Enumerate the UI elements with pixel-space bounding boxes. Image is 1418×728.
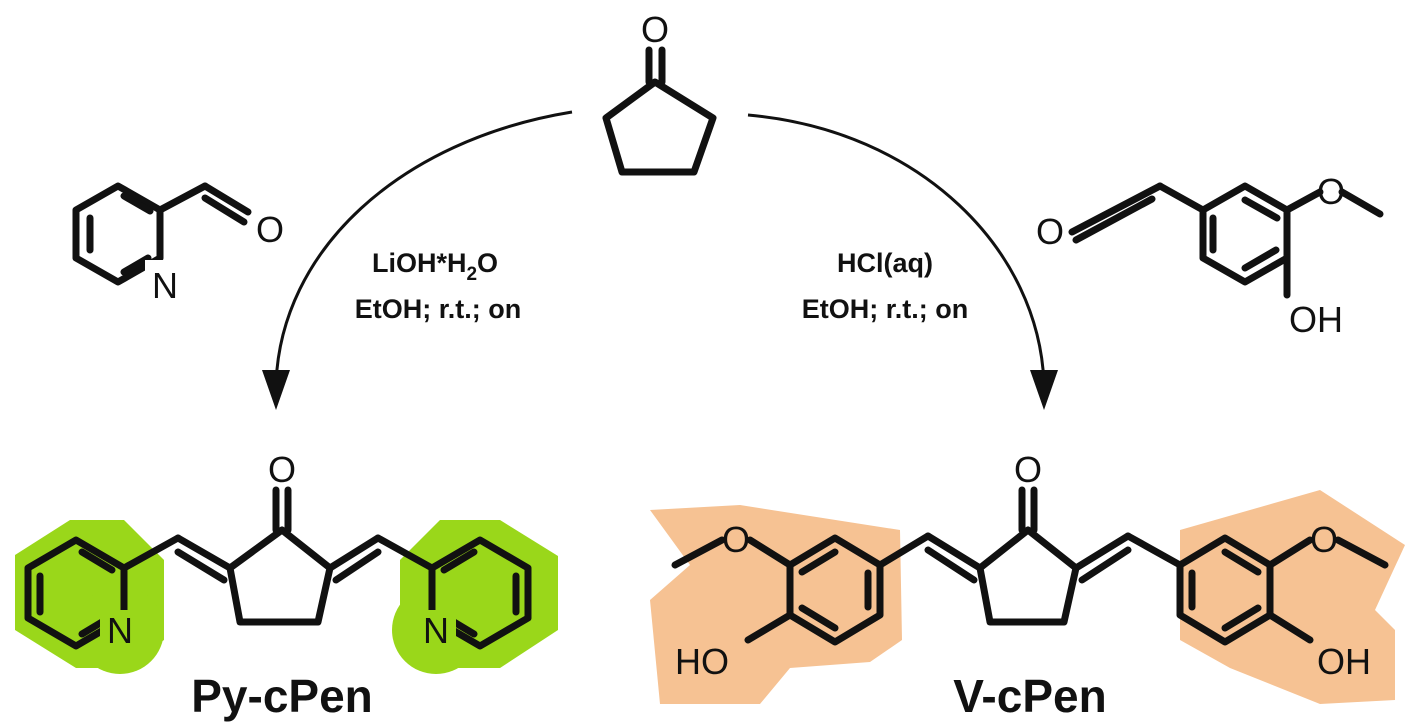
v-cpen-molecule: O HO O OH O [671,449,1389,682]
pyridine-nitrogen: N [152,265,178,306]
vanillyl-highlight-right [1180,490,1405,704]
right-conditions-line1: HCl(aq) [837,248,933,278]
v-cpen-oxygen: O [1014,449,1042,490]
v-cpen-hydroxyl-left: HO [675,641,729,682]
left-conditions-line1: LiOH*H2O [372,248,498,285]
right-conditions-line2: EtOH; r.t.; on [802,294,968,324]
pyridinecarbaldehyde: N O [72,182,284,306]
py-cpen-label: Py-cPen [191,670,373,722]
vanillin-aldehyde-oxygen: O [1036,211,1064,252]
py-cpen-molecule: N N O [24,449,532,651]
left-reaction-arrow [262,110,573,410]
py-cpen-oxygen: O [268,449,296,490]
py-cpen-nitrogen-left: N [107,610,133,651]
right-reaction-arrow [747,113,1058,410]
v-cpen-methoxy-oxygen-right: O [1310,519,1338,560]
vanillin-methoxy-oxygen: O [1317,171,1345,212]
cyclopentanone: O [602,9,717,176]
v-cpen-hydroxyl-right: OH [1317,641,1371,682]
vanillyl-highlight-left [650,505,902,704]
py-cpen-nitrogen-right: N [423,610,449,651]
left-conditions-line2: EtOH; r.t.; on [355,294,521,324]
v-cpen-label: V-cPen [953,670,1106,722]
v-cpen-methoxy-oxygen-left: O [722,519,750,560]
vanillin-hydroxyl: OH [1289,299,1343,340]
vanillin: O O OH [1036,171,1384,340]
cyclopentanone-oxygen: O [641,9,669,50]
aldehyde-oxygen: O [256,209,284,250]
